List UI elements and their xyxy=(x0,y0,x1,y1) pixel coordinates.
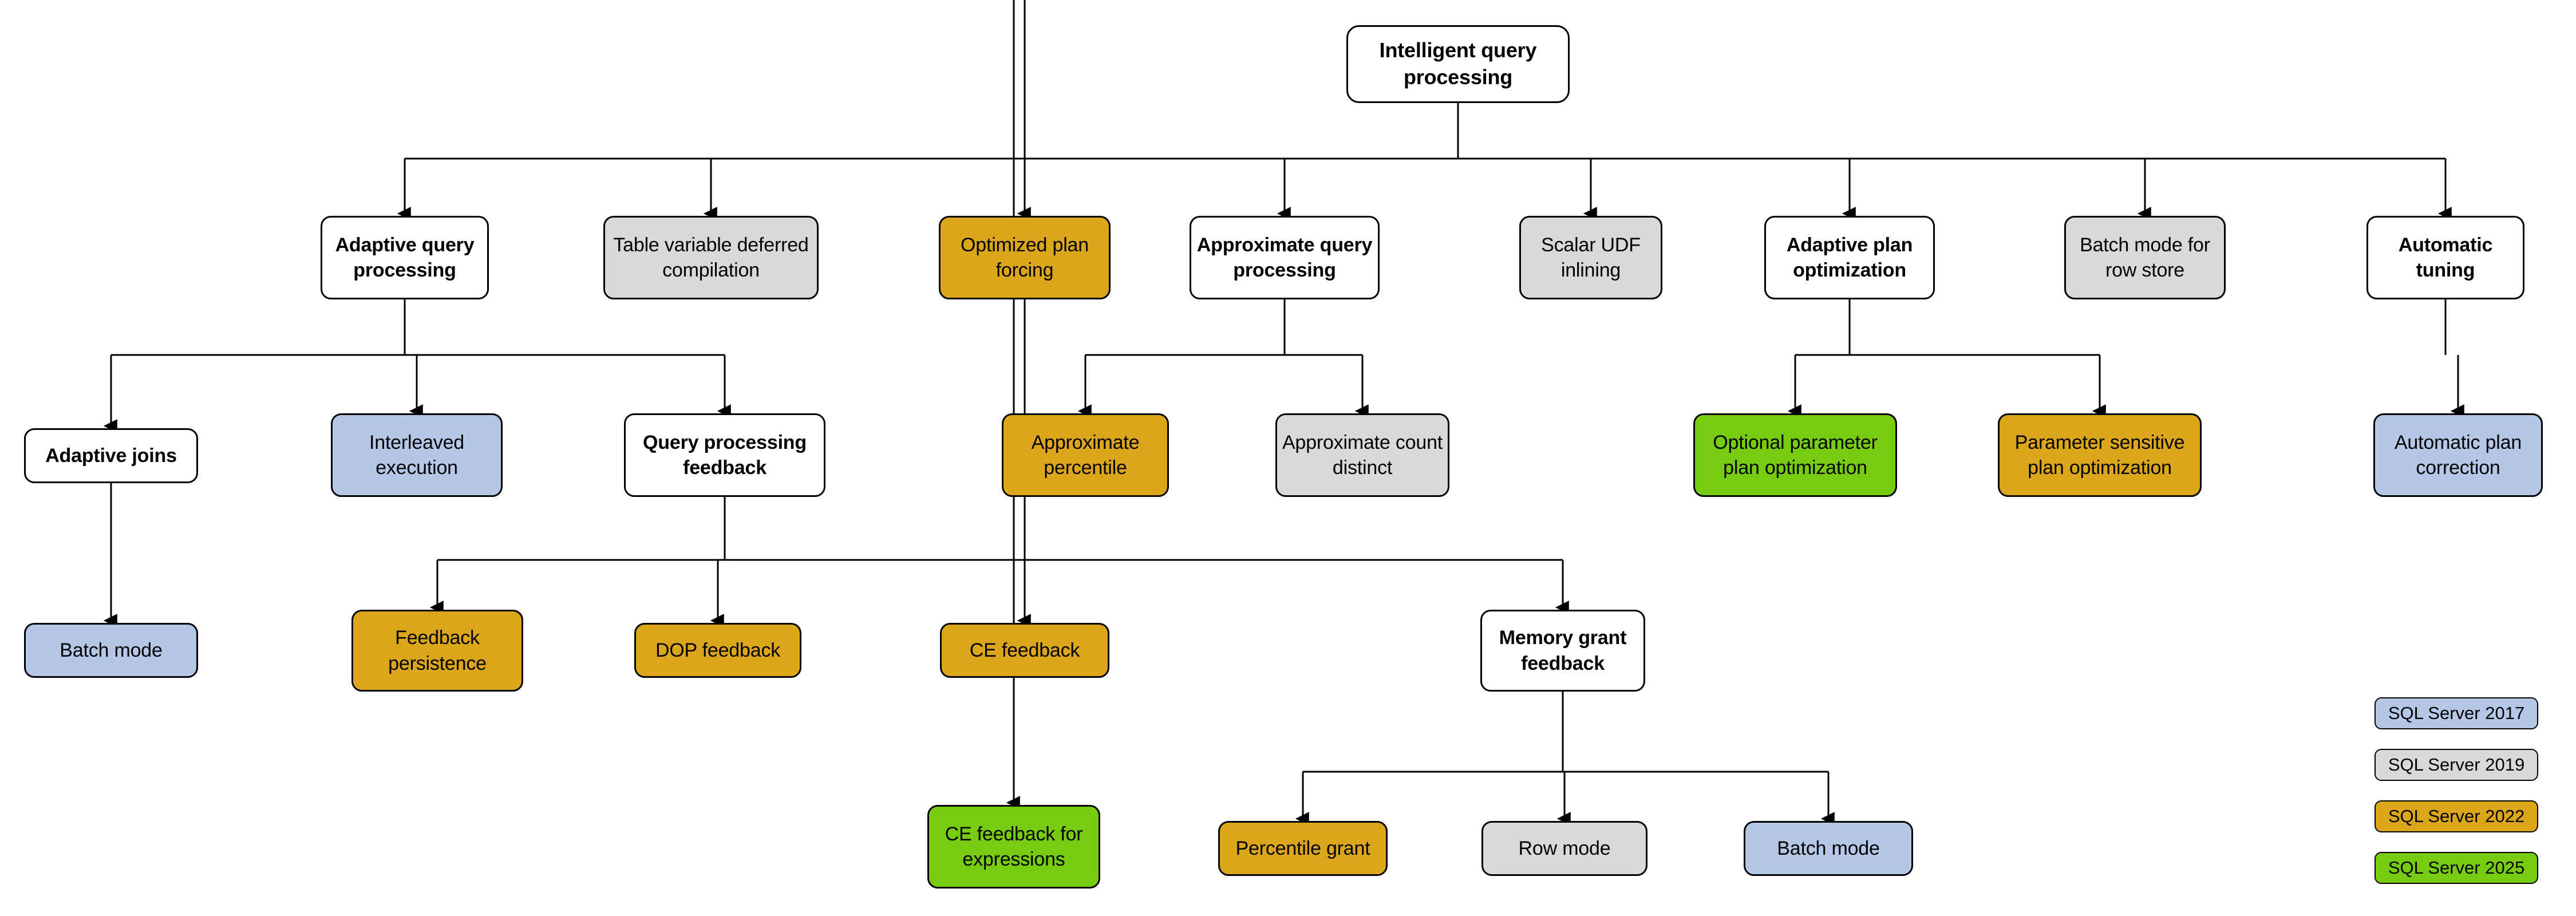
node-label: Batch mode xyxy=(60,639,163,661)
node-pspo[interactable]: Parameter sensitive plan optimization xyxy=(1998,413,2202,497)
node-label: Adaptive plan optimization xyxy=(1786,234,1913,281)
node-qpf[interactable]: Query processing feedback xyxy=(624,413,825,497)
node-label: Optional parameter plan optimization xyxy=(1713,431,1878,479)
node-oppo[interactable]: Optional parameter plan optimization xyxy=(1693,413,1897,497)
node-cefbexpr[interactable]: CE feedback for expressions xyxy=(927,805,1100,889)
legend-item-label: SQL Server 2025 xyxy=(2388,858,2525,878)
node-adaptjoin[interactable]: Adaptive joins xyxy=(24,428,198,483)
node-label: Batch mode for row store xyxy=(2080,234,2210,281)
node-label: Feedback persistence xyxy=(388,627,487,674)
node-label: CE feedback xyxy=(969,639,1080,661)
node-bmrs[interactable]: Batch mode for row store xyxy=(2064,216,2226,299)
node-batchmode2[interactable]: Batch mode xyxy=(1744,821,1913,876)
node-pctgrant[interactable]: Percentile grant xyxy=(1218,821,1388,876)
node-approxqp[interactable]: Approximate query processing xyxy=(1190,216,1380,299)
node-label: Approximate count distinct xyxy=(1282,431,1443,479)
node-label: Scalar UDF inlining xyxy=(1541,234,1641,281)
node-label: Memory grant feedback xyxy=(1499,627,1627,674)
node-label: Optimized plan forcing xyxy=(961,234,1089,281)
node-aqp[interactable]: Adaptive query processing xyxy=(321,216,489,299)
node-interleave[interactable]: Interleaved execution xyxy=(331,413,503,497)
legend-item-label: SQL Server 2022 xyxy=(2388,806,2525,826)
node-root[interactable]: Intelligent query processing xyxy=(1346,25,1570,103)
node-label: Batch mode xyxy=(1777,837,1880,859)
node-mgf[interactable]: Memory grant feedback xyxy=(1480,610,1645,692)
node-apo[interactable]: Adaptive plan optimization xyxy=(1764,216,1935,299)
node-label: Table variable deferred compilation xyxy=(613,234,809,281)
node-fbpersist[interactable]: Feedback persistence xyxy=(351,610,523,692)
node-batchmode1[interactable]: Batch mode xyxy=(24,623,198,678)
node-label: Interleaved execution xyxy=(369,431,465,479)
node-autotune[interactable]: Automatic tuning xyxy=(2366,216,2524,299)
legend-item-label: SQL Server 2019 xyxy=(2388,755,2525,775)
node-label: Percentile grant xyxy=(1235,837,1370,859)
node-opf[interactable]: Optimized plan forcing xyxy=(939,216,1111,299)
legend-item-sql-server-2019: SQL Server 2019 xyxy=(2374,749,2538,781)
node-tvdc[interactable]: Table variable deferred compilation xyxy=(603,216,819,299)
node-label: Parameter sensitive plan optimization xyxy=(2014,431,2185,479)
legend-item-sql-server-2025: SQL Server 2025 xyxy=(2374,852,2538,884)
node-dopfb[interactable]: DOP feedback xyxy=(634,623,801,678)
node-label: Intelligent query processing xyxy=(1379,38,1537,89)
node-cefb[interactable]: CE feedback xyxy=(940,623,1109,678)
node-udf[interactable]: Scalar UDF inlining xyxy=(1519,216,1662,299)
node-label: DOP feedback xyxy=(655,639,781,661)
node-approxpct[interactable]: Approximate percentile xyxy=(1002,413,1169,497)
node-label: Row mode xyxy=(1518,837,1611,859)
legend-item-label: SQL Server 2017 xyxy=(2388,703,2525,723)
legend-item-sql-server-2017: SQL Server 2017 xyxy=(2374,697,2538,729)
node-label: Approximate query processing xyxy=(1196,234,1373,281)
node-label: Automatic tuning xyxy=(2398,234,2493,281)
node-label: Automatic plan correction xyxy=(2394,431,2522,479)
node-label: CE feedback for expressions xyxy=(945,823,1083,870)
node-rowmode[interactable]: Row mode xyxy=(1481,821,1647,876)
node-label: Adaptive query processing xyxy=(335,234,475,281)
legend-item-sql-server-2022: SQL Server 2022 xyxy=(2374,800,2538,832)
node-label: Adaptive joins xyxy=(45,444,177,467)
node-label: Query processing feedback xyxy=(643,431,807,479)
node-approxcd[interactable]: Approximate count distinct xyxy=(1275,413,1449,497)
node-apc[interactable]: Automatic plan correction xyxy=(2373,413,2543,497)
node-label: Approximate percentile xyxy=(1031,431,1140,479)
